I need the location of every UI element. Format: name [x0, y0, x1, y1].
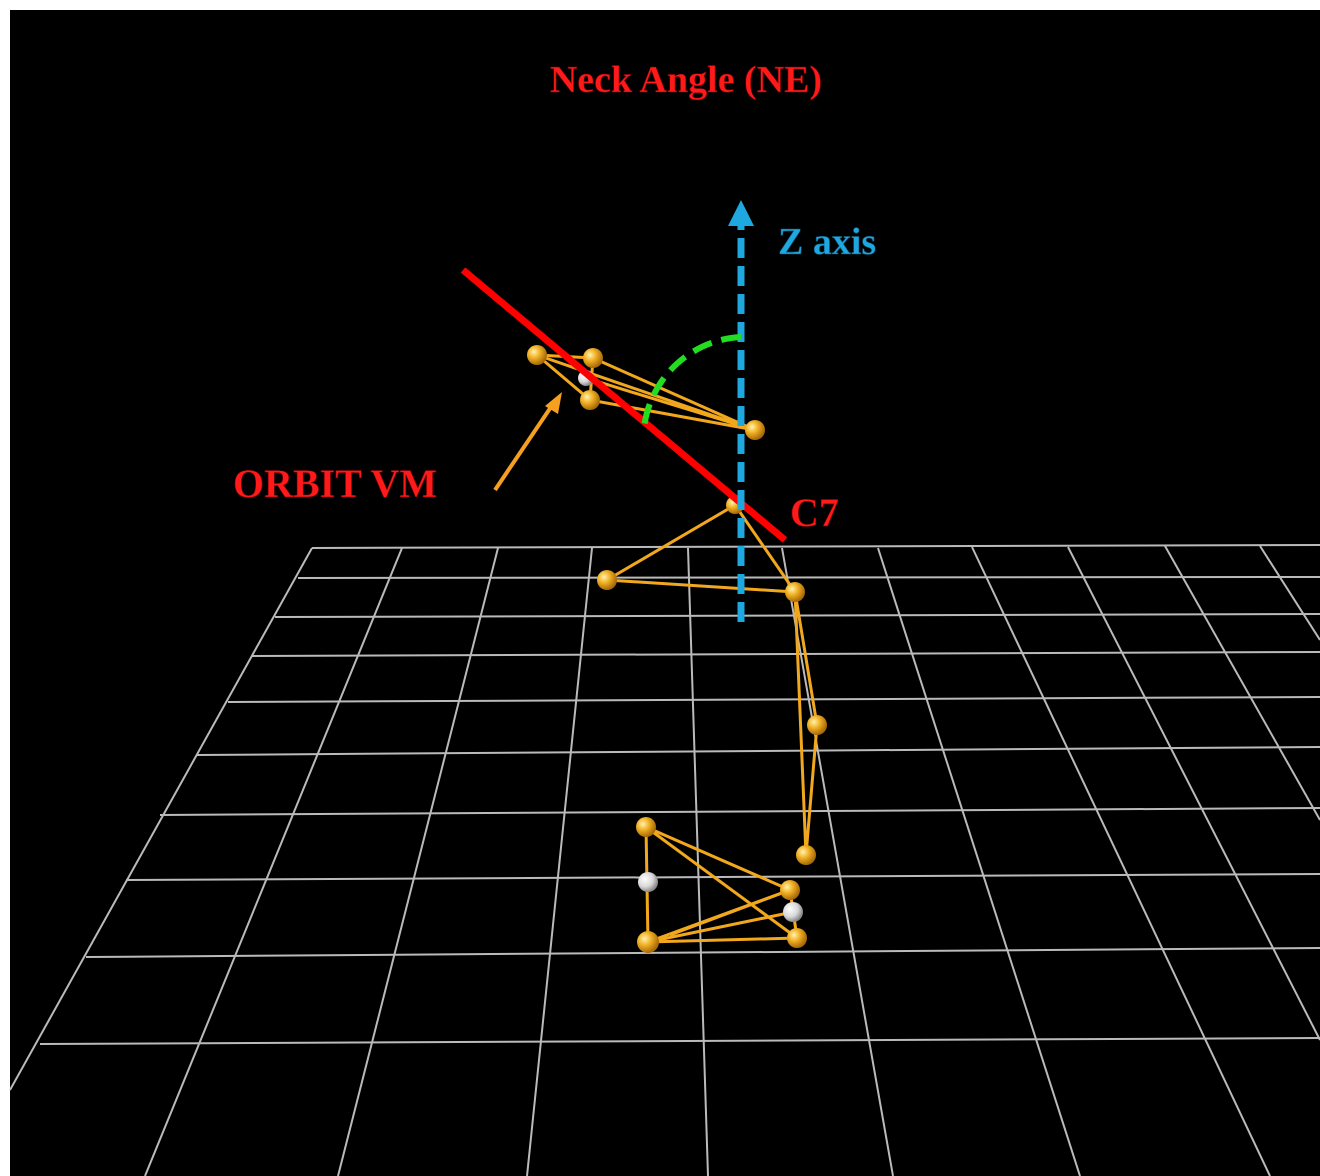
marker-shoulder-right — [785, 582, 805, 602]
marker-pelvis-3 — [637, 931, 659, 953]
marker-pelvis-2 — [780, 880, 800, 900]
marker-pelvis-white-2 — [783, 902, 803, 922]
marker-pelvis-1 — [636, 817, 656, 837]
orbit-vm-pointer-arrowhead-icon — [545, 392, 562, 414]
background-panel — [10, 10, 1320, 1176]
marker-spine-mid — [807, 715, 827, 735]
floor-grid — [9, 544, 1320, 1176]
c7-label: C7 — [790, 490, 839, 535]
neck-angle-arc — [641, 334, 742, 429]
marker-head-4 — [580, 390, 600, 410]
z-axis-label: Z axis — [778, 221, 876, 263]
marker-shoulder-left — [597, 570, 617, 590]
diagram-title: Neck Angle (NE) — [550, 59, 822, 101]
marker-pelvis-4 — [787, 928, 807, 948]
marker-spine-low — [796, 845, 816, 865]
marker-points — [527, 345, 827, 953]
orbit-vm-line — [460, 267, 788, 543]
marker-head-2 — [583, 348, 603, 368]
orbit-vm-label: ORBIT VM — [233, 461, 437, 506]
marker-head-1 — [527, 345, 547, 365]
marker-pelvis-white-1 — [638, 872, 658, 892]
z-axis-arrowhead-icon — [728, 200, 754, 226]
orbit-vm-pointer — [493, 402, 555, 492]
marker-head-5 — [745, 420, 765, 440]
marker-links — [536, 353, 819, 944]
